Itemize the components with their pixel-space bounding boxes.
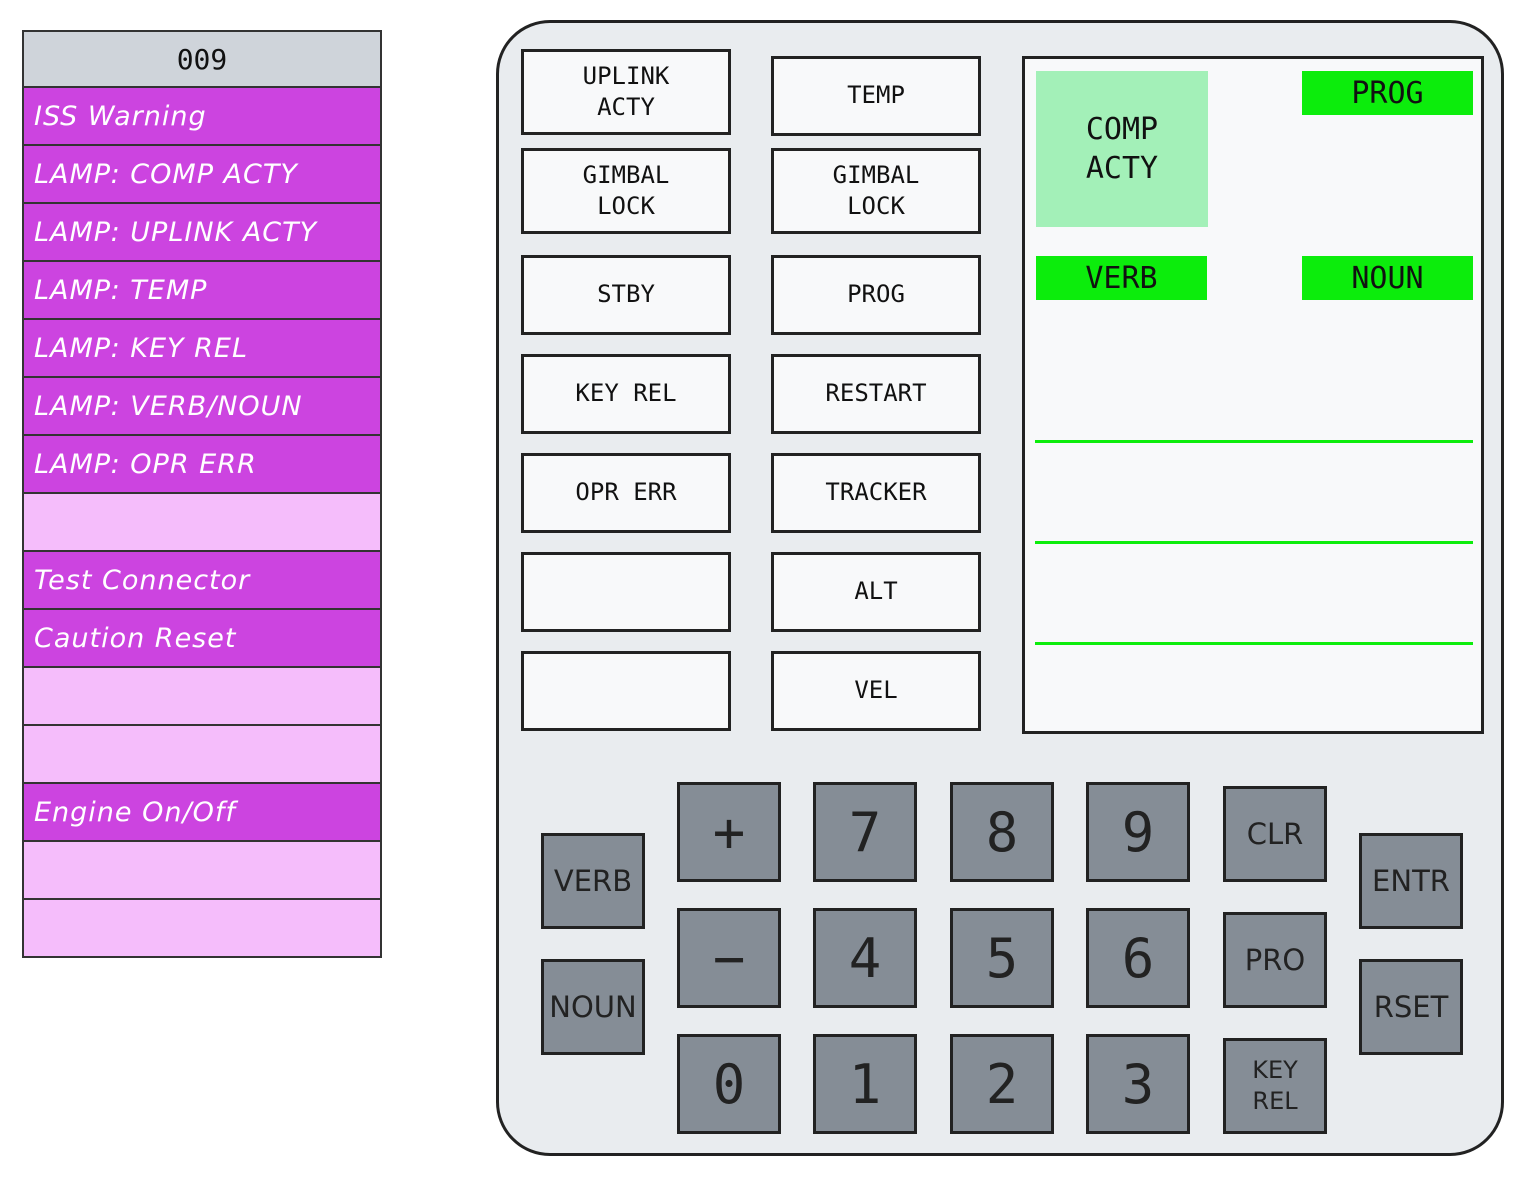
lamp-prog: PROG	[771, 255, 981, 335]
key-rel-key[interactable]: KEY REL	[1223, 1038, 1327, 1134]
pro-key[interactable]: PRO	[1223, 912, 1327, 1008]
list-item-lamp-comp-acty[interactable]: LAMP: COMP ACTY	[22, 146, 382, 204]
lamp-alt: ALT	[771, 552, 981, 632]
lamp-stby: STBY	[521, 255, 731, 335]
plus-key[interactable]: +	[677, 782, 781, 882]
lamp-blank	[521, 552, 731, 632]
digit-5-key[interactable]: 5	[950, 908, 1054, 1008]
list-item-lamp-verb-noun[interactable]: LAMP: VERB/NOUN	[22, 378, 382, 436]
comp-acty-indicator: COMP ACTY	[1036, 71, 1208, 227]
lamp-restart: RESTART	[771, 354, 981, 434]
clr-key[interactable]: CLR	[1223, 786, 1327, 882]
list-header: 009	[22, 30, 382, 88]
register-2-separator	[1035, 541, 1473, 544]
list-item-iss-warning[interactable]: ISS Warning	[22, 88, 382, 146]
el-display: COMP ACTY PROG VERB NOUN	[1022, 56, 1484, 734]
rset-key[interactable]: RSET	[1359, 959, 1463, 1055]
minus-key[interactable]: −	[677, 908, 781, 1008]
signal-list-panel: 009 ISS Warning LAMP: COMP ACTY LAMP: UP…	[22, 30, 382, 958]
list-item-empty[interactable]	[22, 494, 382, 552]
digit-2-key[interactable]: 2	[950, 1034, 1054, 1134]
noun-label: NOUN	[1302, 256, 1473, 300]
lamp-blank	[521, 651, 731, 731]
dsky-panel: UPLINK ACTY GIMBAL LOCK STBY KEY REL OPR…	[496, 20, 1504, 1156]
prog-label: PROG	[1302, 71, 1473, 115]
list-item-empty[interactable]	[22, 668, 382, 726]
register-3-separator	[1035, 642, 1473, 645]
digit-3-key[interactable]: 3	[1086, 1034, 1190, 1134]
lamp-uplink-acty: UPLINK ACTY	[521, 49, 731, 135]
list-item-lamp-uplink-acty[interactable]: LAMP: UPLINK ACTY	[22, 204, 382, 262]
digit-1-key[interactable]: 1	[813, 1034, 917, 1134]
digit-9-key[interactable]: 9	[1086, 782, 1190, 882]
lamp-vel: VEL	[771, 651, 981, 731]
list-item-empty[interactable]	[22, 900, 382, 958]
digit-8-key[interactable]: 8	[950, 782, 1054, 882]
lamp-gimbal-lock: GIMBAL LOCK	[521, 148, 731, 234]
lamp-gimbal-lock: GIMBAL LOCK	[771, 148, 981, 234]
list-item-empty[interactable]	[22, 842, 382, 900]
digit-6-key[interactable]: 6	[1086, 908, 1190, 1008]
list-item-lamp-opr-err[interactable]: LAMP: OPR ERR	[22, 436, 382, 494]
noun-key[interactable]: NOUN	[541, 959, 645, 1055]
lamp-opr-err: OPR ERR	[521, 453, 731, 533]
lamp-key-rel: KEY REL	[521, 354, 731, 434]
lamp-tracker: TRACKER	[771, 453, 981, 533]
verb-label: VERB	[1036, 256, 1207, 300]
register-1-separator	[1035, 440, 1473, 443]
list-item-empty[interactable]	[22, 726, 382, 784]
list-item-caution-reset[interactable]: Caution Reset	[22, 610, 382, 668]
verb-key[interactable]: VERB	[541, 833, 645, 929]
list-item-test-connector[interactable]: Test Connector	[22, 552, 382, 610]
list-item-engine-on-off[interactable]: Engine On/Off	[22, 784, 382, 842]
lamp-temp: TEMP	[771, 56, 981, 136]
digit-7-key[interactable]: 7	[813, 782, 917, 882]
list-item-lamp-temp[interactable]: LAMP: TEMP	[22, 262, 382, 320]
entr-key[interactable]: ENTR	[1359, 833, 1463, 929]
digit-4-key[interactable]: 4	[813, 908, 917, 1008]
list-item-lamp-key-rel[interactable]: LAMP: KEY REL	[22, 320, 382, 378]
digit-0-key[interactable]: 0	[677, 1034, 781, 1134]
